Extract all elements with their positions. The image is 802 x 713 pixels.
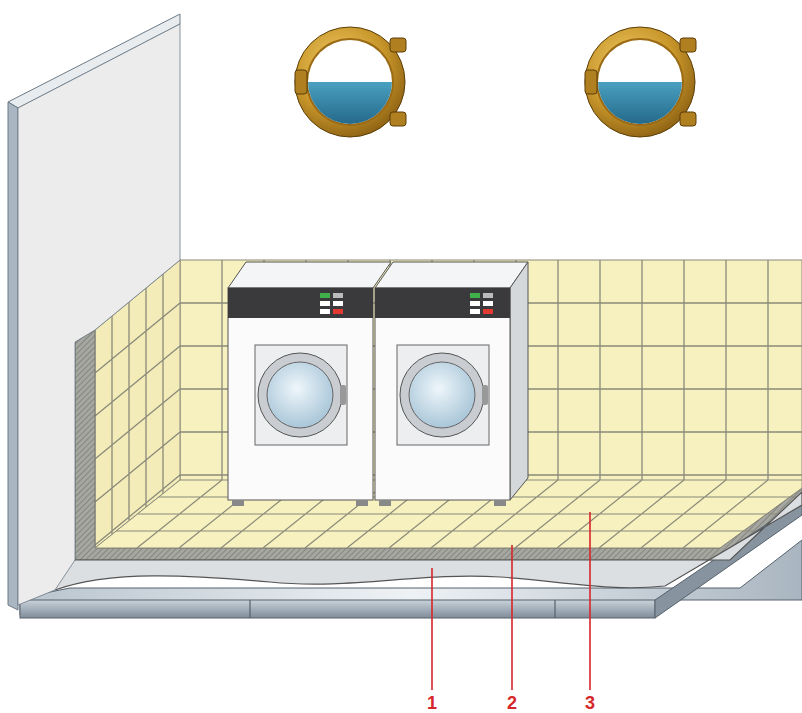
callout-number: 1	[417, 693, 447, 713]
callout-number: 3	[575, 693, 605, 713]
callout-number: 2	[497, 693, 527, 713]
